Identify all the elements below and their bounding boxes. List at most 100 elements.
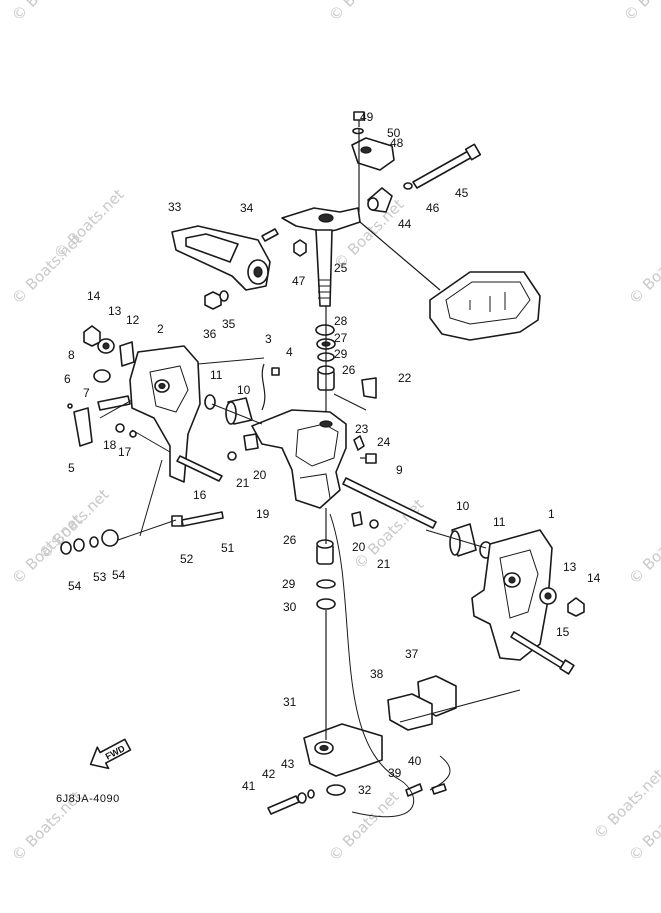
callout-17: 17 bbox=[118, 445, 132, 459]
screw-4 bbox=[271, 367, 280, 376]
bolt-39 bbox=[405, 783, 423, 797]
callout-29: 29 bbox=[334, 347, 348, 361]
nut-47 bbox=[293, 239, 307, 257]
callout-54: 54 bbox=[68, 579, 82, 593]
watermark-text: © Boats.net bbox=[620, 0, 661, 25]
screw-6 bbox=[67, 403, 73, 409]
lower-cover bbox=[429, 271, 541, 341]
washer-28 bbox=[315, 324, 335, 336]
watermark-text: © Boats.net bbox=[625, 510, 661, 588]
callout-layer: 1234567891010111112131314141516171819202… bbox=[64, 110, 601, 797]
callout-49: 49 bbox=[360, 110, 374, 124]
screw-34 bbox=[261, 228, 279, 242]
bushing-26-lower bbox=[316, 539, 334, 565]
screw-20 bbox=[243, 433, 259, 451]
callout-11: 11 bbox=[493, 515, 506, 529]
callout-52: 52 bbox=[180, 552, 194, 566]
ring-32 bbox=[326, 784, 346, 796]
callout-41: 41 bbox=[242, 779, 256, 793]
callout-26: 26 bbox=[283, 533, 297, 547]
watermark-text: © Boats.net bbox=[625, 230, 661, 308]
watermark-text: © Boats.net bbox=[35, 485, 113, 563]
callout-36: 36 bbox=[203, 327, 217, 341]
swivel-bracket-19 bbox=[251, 409, 347, 509]
tilt-tube-9 bbox=[342, 477, 437, 529]
callout-44: 44 bbox=[398, 217, 412, 231]
washer-18 bbox=[115, 423, 125, 433]
callout-5: 5 bbox=[68, 461, 75, 475]
nut-13-left bbox=[97, 338, 115, 354]
screw-20-lower bbox=[351, 511, 363, 527]
callout-22: 22 bbox=[398, 371, 412, 385]
callout-26: 26 bbox=[342, 363, 356, 377]
clamp-bracket-1 bbox=[471, 529, 553, 661]
callout-43: 43 bbox=[281, 757, 295, 771]
grommet-44 bbox=[367, 187, 393, 213]
watermark-text: © Boats.net bbox=[8, 0, 86, 25]
bolt-7 bbox=[97, 395, 131, 411]
callout-31: 31 bbox=[283, 695, 297, 709]
callout-13: 13 bbox=[563, 560, 577, 574]
callout-11: 11 bbox=[210, 368, 223, 382]
pin-16 bbox=[176, 455, 223, 482]
callout-9: 9 bbox=[396, 463, 403, 477]
bolt-40 bbox=[431, 783, 447, 795]
bracket-33 bbox=[171, 225, 271, 291]
callout-10: 10 bbox=[237, 383, 251, 397]
grommet-8 bbox=[93, 369, 111, 383]
callout-42: 42 bbox=[262, 767, 276, 781]
callout-53: 53 bbox=[93, 570, 107, 584]
callout-25: 25 bbox=[334, 261, 348, 275]
callout-38: 38 bbox=[370, 667, 384, 681]
callout-40: 40 bbox=[408, 754, 422, 768]
callout-14: 14 bbox=[87, 289, 101, 303]
callout-20: 20 bbox=[253, 468, 267, 482]
callout-50: 50 bbox=[387, 126, 401, 140]
callout-13: 13 bbox=[108, 304, 122, 318]
diagram-code: 6J8JA-4090 bbox=[56, 793, 120, 805]
clamp-48 bbox=[351, 137, 395, 171]
watermark-text: © Boats.net bbox=[50, 185, 128, 263]
callout-46: 46 bbox=[426, 201, 440, 215]
callout-15: 15 bbox=[556, 625, 570, 639]
steering-shaft-25 bbox=[281, 207, 361, 307]
callout-47: 47 bbox=[292, 274, 306, 288]
o-ring-29-lower bbox=[316, 579, 336, 589]
callout-16: 16 bbox=[193, 488, 207, 502]
callout-30: 30 bbox=[283, 600, 297, 614]
fwd-arrow: FWD bbox=[89, 738, 132, 770]
bushing-10-right bbox=[449, 523, 477, 557]
washer-35 bbox=[219, 290, 229, 302]
callout-29: 29 bbox=[282, 577, 296, 591]
callout-35: 35 bbox=[222, 317, 236, 331]
switch-38 bbox=[387, 693, 433, 731]
callout-10: 10 bbox=[456, 499, 470, 513]
washer-11-left bbox=[204, 394, 216, 410]
steering-bracket-31 bbox=[303, 723, 383, 777]
callout-54: 54 bbox=[112, 568, 126, 582]
callout-34: 34 bbox=[240, 201, 254, 215]
washer-21 bbox=[227, 451, 237, 461]
pad-22 bbox=[361, 377, 377, 399]
plate-5 bbox=[73, 407, 93, 447]
nut-14-left bbox=[83, 325, 101, 347]
callout-19: 19 bbox=[256, 507, 270, 521]
callout-45: 45 bbox=[455, 186, 469, 200]
long-bolt-45 bbox=[412, 143, 482, 189]
callout-4: 4 bbox=[286, 345, 293, 359]
bolt-41 bbox=[267, 795, 300, 815]
washer-50 bbox=[352, 127, 364, 135]
washers-52-54 bbox=[60, 529, 119, 555]
watermark-text: © Boats.net bbox=[325, 787, 403, 865]
callout-1: 1 bbox=[548, 507, 555, 521]
top-bolt-49 bbox=[353, 111, 365, 127]
callout-21: 21 bbox=[377, 557, 391, 571]
callout-3: 3 bbox=[265, 332, 272, 346]
bolt-24 bbox=[360, 453, 377, 464]
callout-27: 27 bbox=[334, 331, 348, 345]
assembly-lines bbox=[99, 128, 521, 818]
callout-28: 28 bbox=[334, 314, 348, 328]
washer-46 bbox=[403, 182, 413, 190]
callout-24: 24 bbox=[377, 435, 391, 449]
callout-7: 7 bbox=[83, 386, 90, 400]
